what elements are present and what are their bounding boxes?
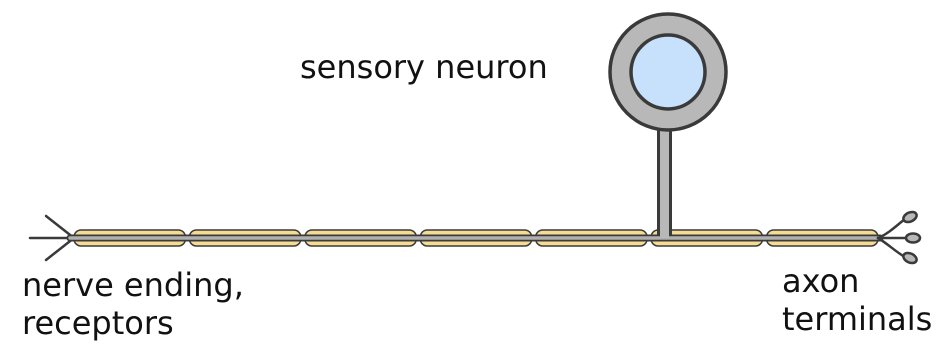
label-sensory-neuron: sensory neuron <box>300 48 548 86</box>
soma-stalk <box>657 126 672 238</box>
terminal-knob <box>902 210 918 224</box>
nucleus <box>631 35 705 109</box>
label-axon-terminals-line1: axon <box>782 262 932 300</box>
label-axon-terminals: axon terminals <box>782 262 932 338</box>
label-nerve-ending-line1: nerve ending, <box>22 266 244 304</box>
label-nerve-ending-line2: receptors <box>22 304 244 342</box>
label-nerve-ending: nerve ending, receptors <box>22 266 244 342</box>
axon-terminals <box>878 219 908 257</box>
label-axon-terminals-line2: terminals <box>782 300 932 338</box>
soma <box>610 14 726 130</box>
terminal-knob <box>906 234 920 243</box>
